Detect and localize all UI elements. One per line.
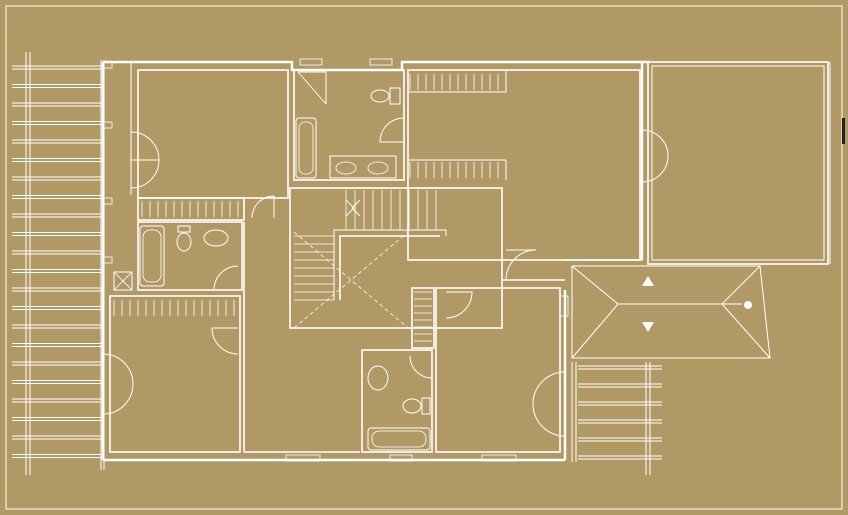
fixtures — [113, 71, 431, 451]
terrace-deck — [647, 61, 831, 265]
staircase — [293, 190, 447, 329]
tiled-roof — [571, 265, 771, 359]
windows — [285, 58, 569, 462]
doors — [102, 117, 669, 437]
drawing-frame — [5, 5, 843, 510]
left-pergola — [12, 52, 113, 475]
interior-walls — [109, 69, 642, 453]
right-pergola — [571, 362, 662, 475]
wardrobes — [113, 74, 499, 342]
exterior-walls — [101, 60, 650, 462]
edge-marker — [842, 118, 845, 144]
